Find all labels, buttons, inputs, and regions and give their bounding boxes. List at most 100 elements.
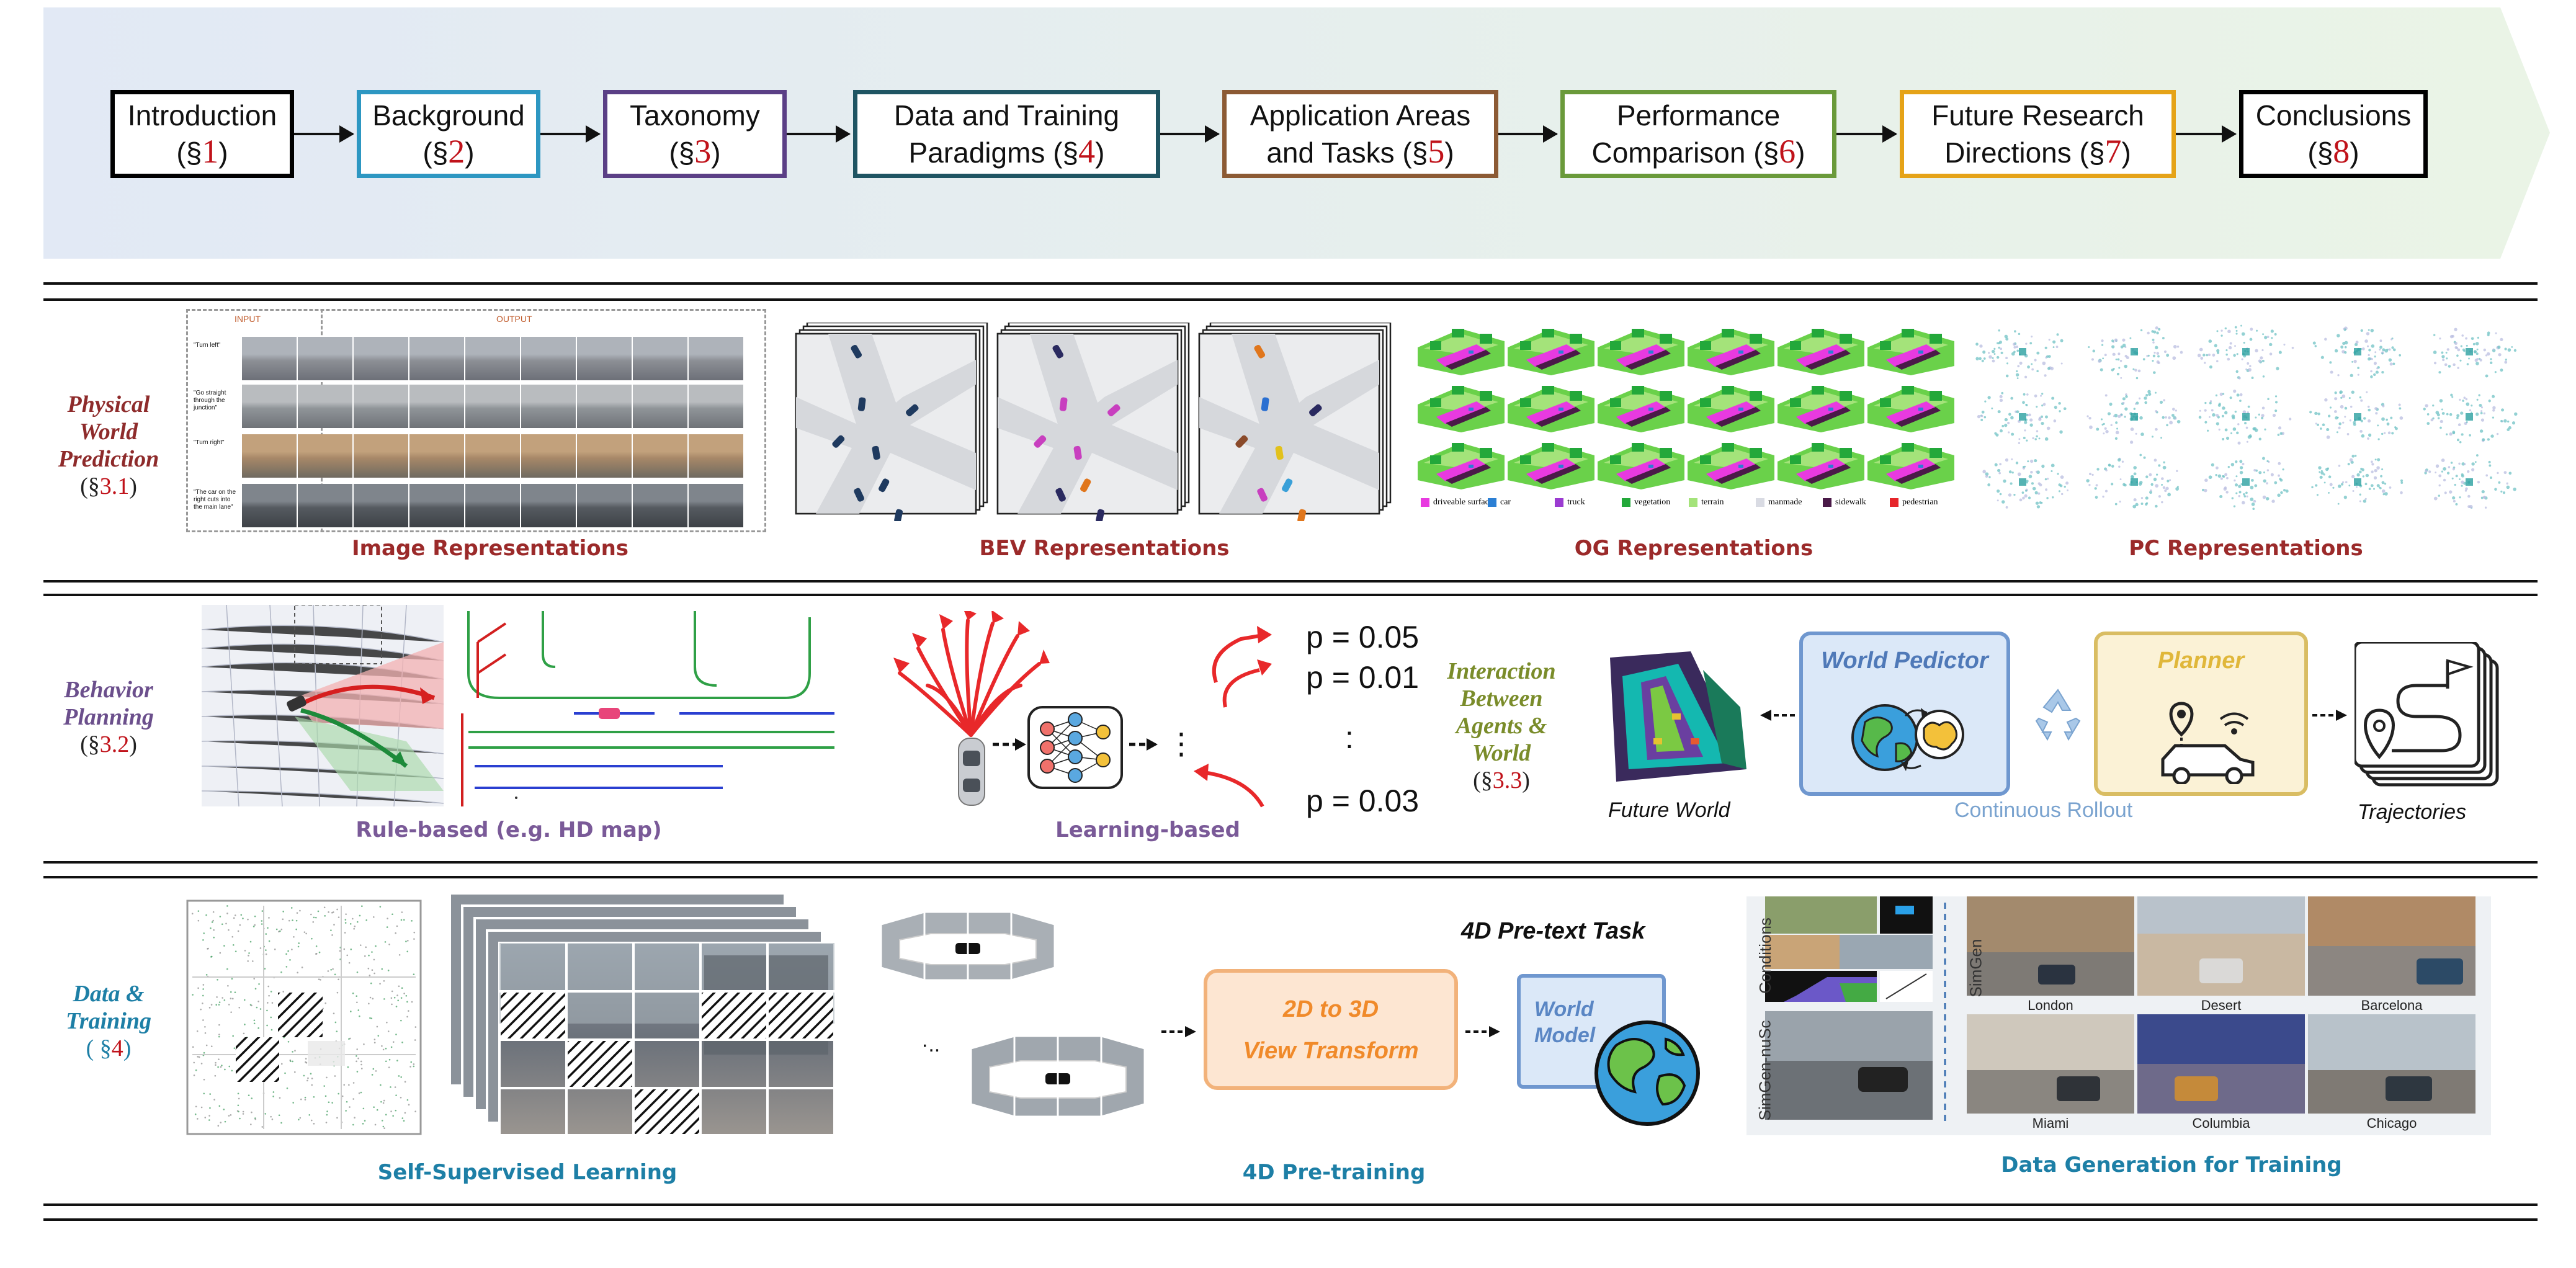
legend-item: manmade [1756,498,1802,507]
video-frame [465,484,520,527]
city-label: London [2028,998,2073,1013]
learning-based-illustration: ⋮ [893,611,1272,808]
ref-prefix: (§ [1473,767,1493,793]
continuous-rollout-label: Continuous Rollout [1954,798,2133,822]
video-frame [689,484,743,527]
masked-image-stack [449,893,836,1136]
video-frame [633,484,687,527]
section-ref-number: 4 [1078,133,1096,170]
row-label-data-training: Data & Training ( §4) [43,980,174,1062]
ref-suffix: ) [1095,136,1105,169]
row-label-physical-world-prediction: Physical World Prediction (§3.1) [43,391,174,500]
row-label-line: Data & [73,981,145,1007]
divider-line [43,298,2538,301]
video-frame [689,337,743,380]
point-cloud-frame [1977,391,2067,444]
section-reference: Paradigms (§4) [909,133,1105,171]
ref-prefix: (§ [80,731,100,757]
roadmap-section-box: Taxonomy(§3) [603,90,787,178]
trajectories-label: Trajectories [2358,800,2467,824]
video-frame [298,484,352,527]
divider-line [43,580,2538,583]
video-frame [577,337,632,380]
legend-label: sidewalk [1835,498,1866,507]
trajectory-probability: p = 0.01 [1306,660,1420,695]
video-frame [298,385,352,428]
conditions-label-container: Conditions [1756,906,1774,1005]
occupancy-grid-frame [1598,443,1684,489]
world-predictor-box: World Pedictor [1799,632,2010,796]
video-frame [242,337,297,380]
interaction-label: Interaction Between Agents & World (§3.3… [1427,658,1576,794]
text-prompt: "Go straight through the junction" [194,390,226,411]
ref-prefix: and Tasks (§ [1266,136,1428,169]
legend-label: truck [1567,498,1585,507]
section-ref-number: 6 [1779,133,1796,170]
trajectory-ellipsis: : [1345,720,1354,755]
point-cloud-frame [2311,455,2404,505]
caption-pc-representations: PC Representations [2129,536,2363,561]
og-representations [1418,329,1954,489]
point-cloud-frame [2086,453,2180,509]
caption-data-generation: Data Generation for Training [2001,1153,2342,1177]
ref-prefix: Directions (§ [1944,136,2105,169]
legend-swatch [1823,498,1831,507]
video-frame [354,385,408,428]
video-frame [354,434,408,478]
roadmap-arrow [787,125,851,143]
arrow-to-world-model [1465,1026,1500,1037]
legend-label: car [1500,498,1511,507]
earth-globe-icon [1594,1020,1700,1126]
divider-line [43,594,2538,596]
legend-label: pedestrian [1902,498,1938,507]
ref-suffix: ) [1796,136,1805,169]
point-cloud-frame [2198,390,2292,445]
legend-swatch [1756,498,1764,507]
row-label-behavior-planning: Behavior Planning (§3.2) [43,676,174,758]
video-frame [521,434,576,478]
occupancy-grid-frame [1418,443,1505,489]
video-frame [689,434,743,478]
video-frame [465,337,520,380]
section-ref-number: 7 [2104,133,2122,170]
ref-suffix: ) [465,136,475,169]
section-reference: (§3) [669,133,720,171]
pc-representations [1975,324,2518,511]
ref-suffix: ) [218,136,228,169]
caption-image-representations: Image Representations [351,536,629,561]
video-frame [242,385,297,428]
bev-representations [795,323,1392,521]
legend-item: car [1488,498,1511,507]
section-ref-number: 8 [2333,133,2350,170]
simgen-nusc-label: SimGen-nuSc [1755,1020,1774,1120]
video-frame [465,434,520,478]
section-title: Background [372,99,525,132]
row-label-line: Physical [67,391,150,417]
legend-item: sidewalk [1823,498,1866,507]
row-label-line: Planning [63,704,154,730]
occupancy-grid-frame [1688,443,1774,489]
section-ref-number: 1 [202,133,219,170]
simgen-nusc-label-container: SimGen-nuSc [1756,1017,1774,1123]
section-ref-number: 3 [694,133,712,170]
legend-swatch [1890,498,1898,507]
point-cloud-frame [2197,324,2294,380]
section-title: Future Research [1931,99,2144,132]
section-ref-number: 3.2 [99,731,130,757]
ref-suffix: ) [129,731,137,757]
section-title: Data and Training [893,99,1120,132]
text-prompt: "Turn left" [194,342,221,349]
svg-text:⋮: ⋮ [1166,728,1196,761]
video-frame [577,385,632,428]
trajectory-probability: p = 0.03 [1306,784,1420,818]
legend-item: vegetation [1622,498,1670,507]
legend-swatch [1421,498,1429,507]
view-transform-box: 2D to 3D View Transform [1204,969,1458,1090]
simgen-label: SimGen [1966,939,1985,997]
pretext-task-title: 4D Pre-text Task [1461,918,1645,944]
occupancy-grid-frame [1778,443,1864,489]
occupancy-grid-frame [1778,329,1864,375]
